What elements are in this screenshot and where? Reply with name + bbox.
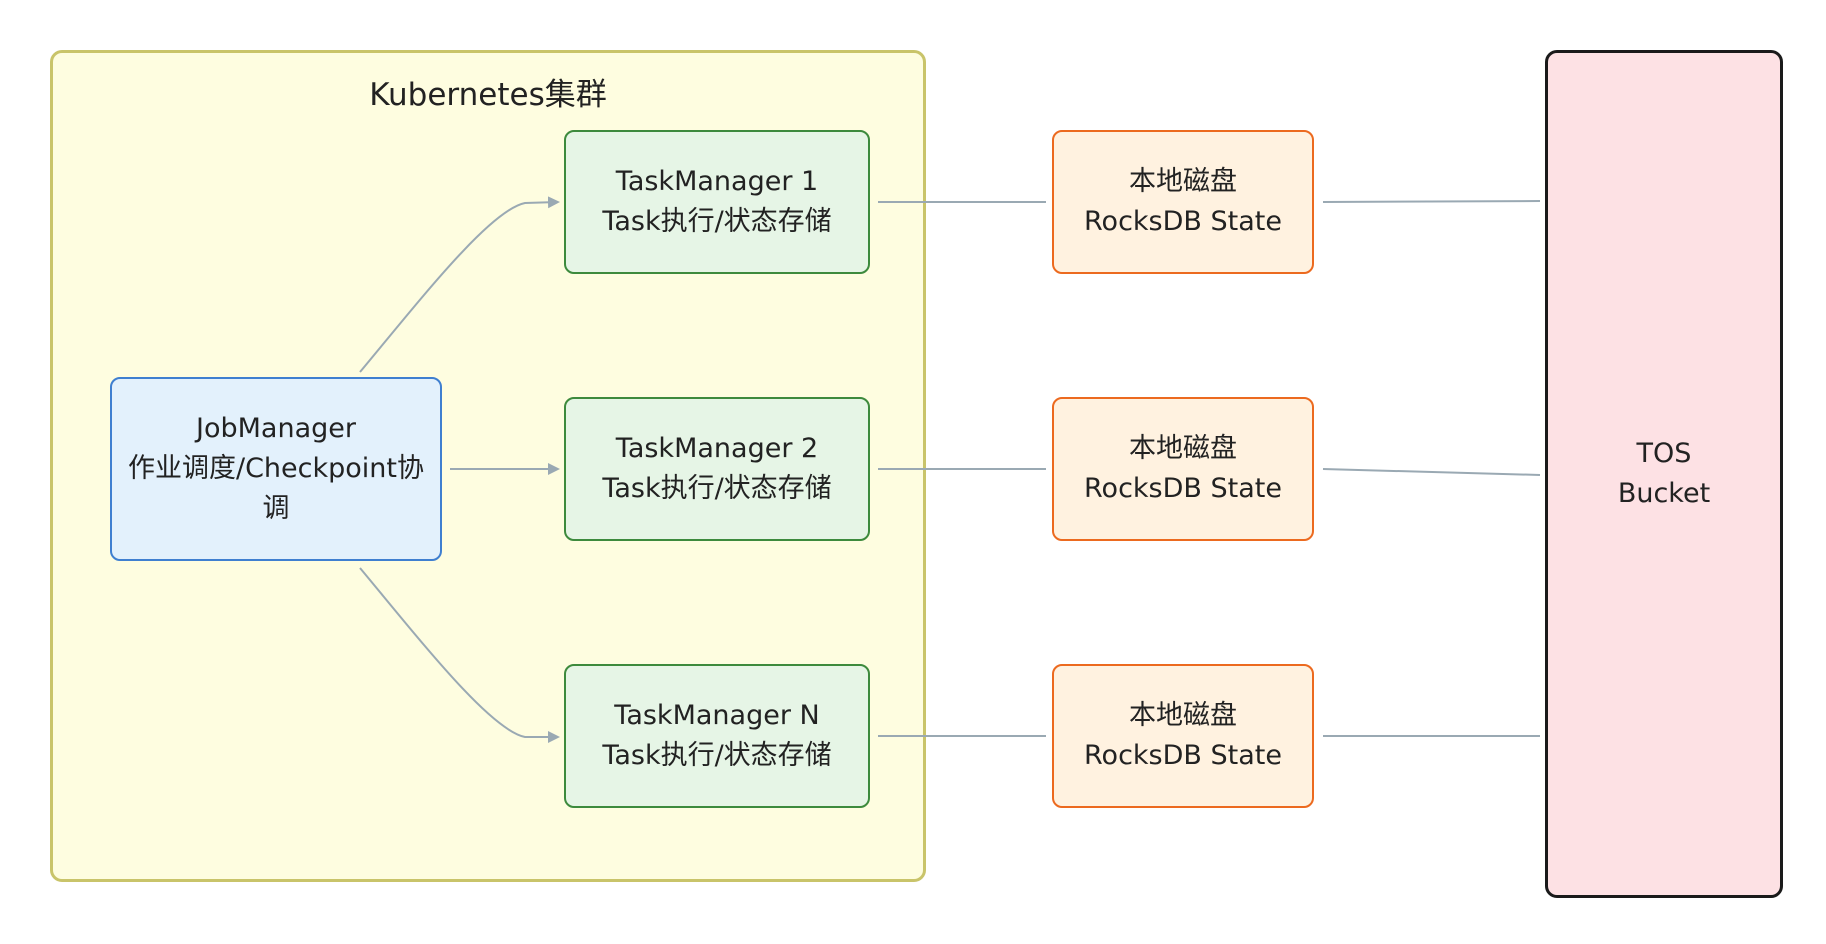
- taskmanager-n-subtitle: Task执行/状态存储: [602, 740, 832, 771]
- local-disk-2-title: 本地磁盘: [1129, 433, 1237, 464]
- cluster-title: Kubernetes集群: [369, 77, 607, 113]
- taskmanager-2-title: TaskManager 2: [615, 433, 819, 464]
- taskmanager-n-title: TaskManager N: [614, 700, 820, 731]
- edge-disk-1-to-tos: [1322, 200, 1541, 203]
- jobmanager-subtitle-line1: 作业调度/Checkpoint协: [127, 453, 424, 484]
- taskmanager-2-subtitle: Task执行/状态存储: [602, 473, 832, 504]
- local-disk-n-node: 本地磁盘 RocksDB State: [1052, 664, 1314, 808]
- taskmanager-1-subtitle: Task执行/状态存储: [602, 206, 832, 237]
- local-disk-1-subtitle: RocksDB State: [1084, 206, 1282, 237]
- local-disk-2-subtitle: RocksDB State: [1084, 473, 1282, 504]
- local-disk-n-subtitle: RocksDB State: [1084, 740, 1282, 771]
- taskmanager-1-node: TaskManager 1 Task执行/状态存储: [564, 130, 870, 274]
- taskmanager-2-node: TaskManager 2 Task执行/状态存储: [564, 397, 870, 541]
- taskmanager-n-node: TaskManager N Task执行/状态存储: [564, 664, 870, 808]
- edge-disk-2-to-tos: [1322, 468, 1541, 476]
- local-disk-1-title: 本地磁盘: [1129, 166, 1237, 197]
- tos-bucket-line2: Bucket: [1617, 478, 1711, 509]
- jobmanager-title: JobManager: [196, 413, 356, 444]
- tos-bucket-node: TOS Bucket: [1545, 50, 1783, 898]
- local-disk-2-node: 本地磁盘 RocksDB State: [1052, 397, 1314, 541]
- tos-bucket-line1: TOS: [1636, 438, 1692, 469]
- taskmanager-1-title: TaskManager 1: [615, 166, 819, 197]
- local-disk-1-node: 本地磁盘 RocksDB State: [1052, 130, 1314, 274]
- jobmanager-node: JobManager 作业调度/Checkpoint协 调: [110, 377, 442, 561]
- local-disk-n-title: 本地磁盘: [1129, 700, 1237, 731]
- jobmanager-subtitle-line2: 调: [262, 493, 290, 524]
